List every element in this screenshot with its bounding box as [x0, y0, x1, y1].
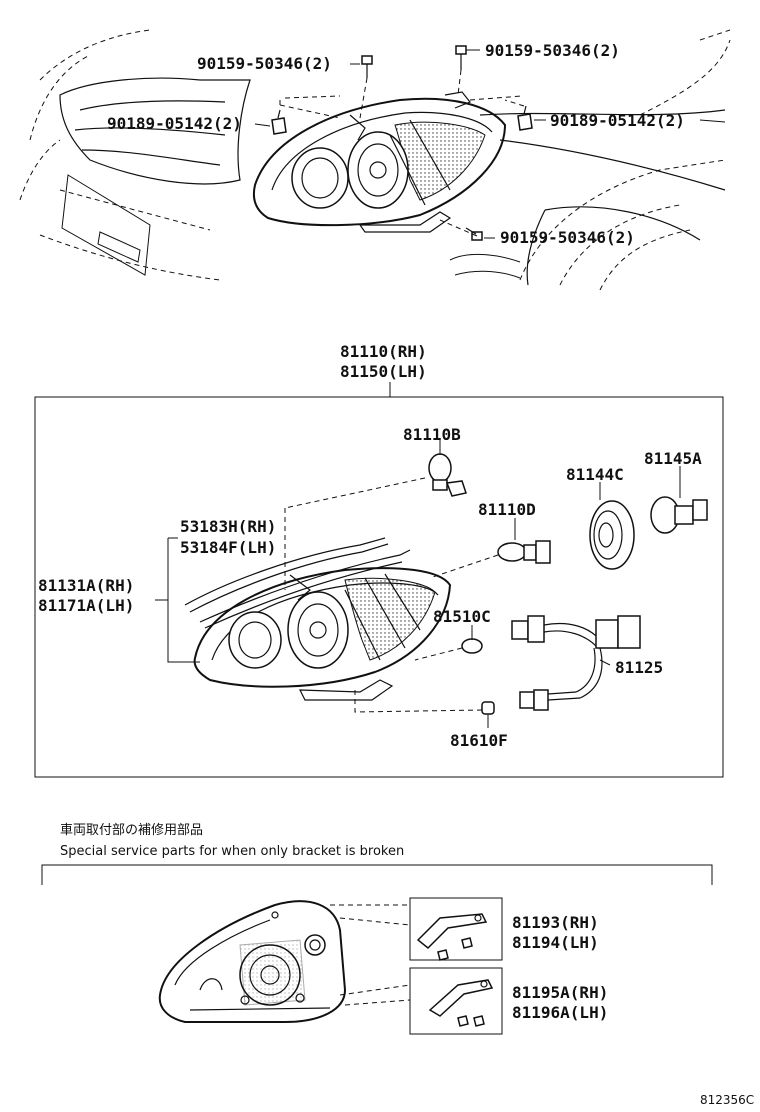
- label-bulb-socket: 81145A: [644, 449, 702, 468]
- label-socket-cover: 81144C: [566, 465, 624, 484]
- assembly-frame: [34, 396, 724, 778]
- label-wire: 81125: [615, 658, 663, 677]
- label-bracket2-lh: 81196A(LH): [512, 1003, 608, 1022]
- service-headlamp-section: [158, 897, 503, 1035]
- bulb-icon: [428, 453, 467, 497]
- label-bracket1-rh: 81193(RH): [512, 913, 599, 932]
- bolt-icon: [361, 55, 373, 78]
- note-en: Special service parts for when only brac…: [60, 844, 404, 859]
- wire-harness-icon: [511, 615, 641, 711]
- label-assembly-rh: 81110(RH): [340, 342, 427, 361]
- label-bulb-lo: 81110D: [478, 500, 536, 519]
- bracket-icon: [416, 913, 488, 961]
- vehicle-body-section: [19, 29, 731, 291]
- bulb-icon: [497, 540, 551, 564]
- label-bracket2-rh: 81195A(RH): [512, 983, 608, 1002]
- label-bolt-upper-left: 90159-50346(2): [197, 54, 332, 73]
- headlamp-assembly-section: [155, 440, 708, 728]
- reference-code: 812356C: [700, 1093, 754, 1107]
- label-clip-right: 90189-05142(2): [550, 111, 685, 130]
- bolt-icon: [465, 227, 483, 241]
- label-bolt-lower: 90159-50346(2): [500, 228, 635, 247]
- clip-icon: [271, 109, 287, 135]
- note-jp: 車両取付部の補修用部品: [60, 823, 203, 838]
- label-bolt-upper-right: 90159-50346(2): [485, 41, 620, 60]
- label-bracket1-lh: 81194(LH): [512, 933, 599, 952]
- socket-cover-icon: [589, 500, 635, 570]
- clip-icon: [517, 105, 533, 131]
- small-bulb-icon: [481, 701, 495, 715]
- bulb-socket-icon: [650, 496, 708, 534]
- lens-icon: [461, 638, 483, 654]
- label-assembly-lh: 81150(LH): [340, 362, 427, 381]
- label-bulb-small: 81610F: [450, 731, 508, 750]
- bolt-icon: [455, 45, 467, 70]
- label-unit-lh: 81171A(LH): [38, 596, 134, 615]
- label-lens-small: 81510C: [433, 607, 491, 626]
- bracket-icon: [428, 979, 494, 1027]
- label-unit-rh: 81131A(RH): [38, 576, 134, 595]
- label-seal-lh: 53184F(LH): [180, 538, 276, 557]
- label-clip-left: 90189-05142(2): [107, 114, 242, 133]
- label-seal-rh: 53183H(RH): [180, 517, 276, 536]
- special-section-frame: [41, 864, 713, 885]
- label-bulb-hi: 81110B: [403, 425, 461, 444]
